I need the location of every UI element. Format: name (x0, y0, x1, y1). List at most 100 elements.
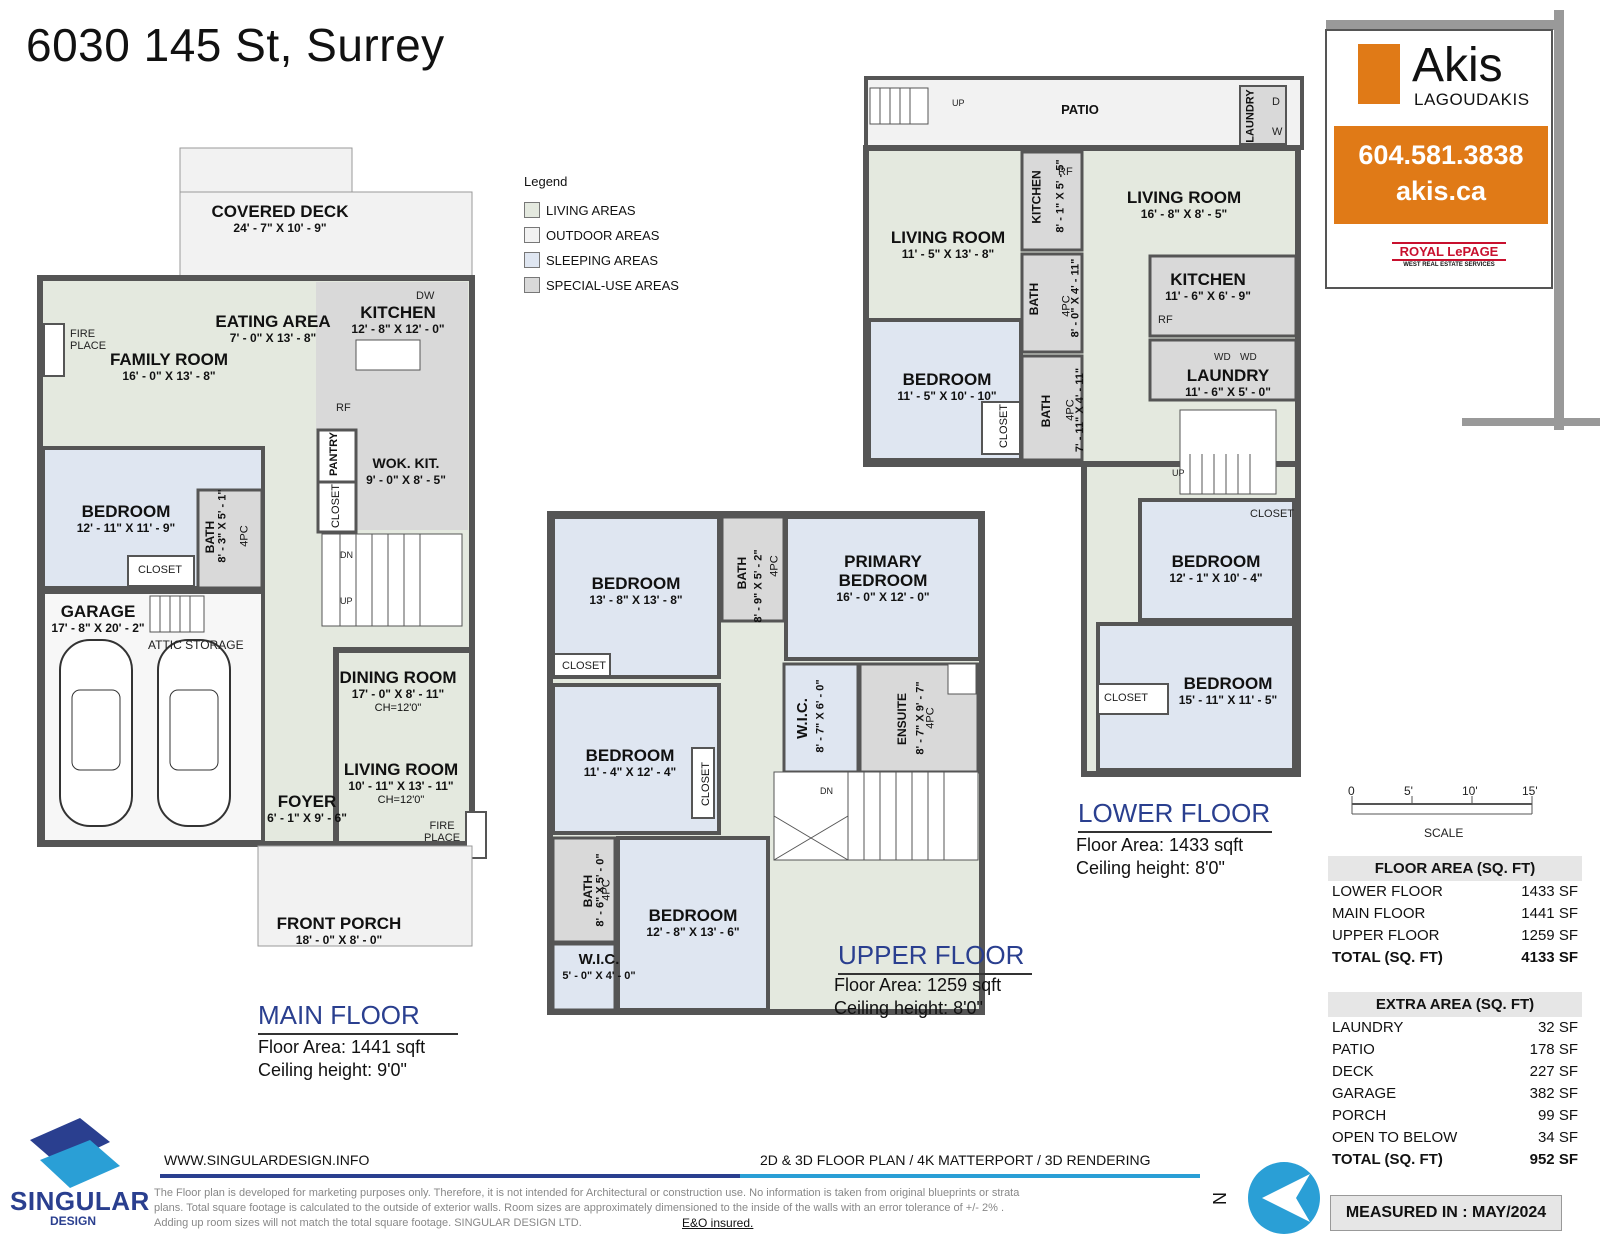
label-bath: BATH (203, 520, 218, 554)
room-wic-upper-2: W.I.C.5' - 0" X 4' - 0" (562, 951, 636, 982)
brokerage-sub: WEST REAL ESTATE SERVICES (1403, 262, 1495, 268)
label-fridge: RF (336, 402, 351, 414)
scale-bar (1351, 796, 1533, 815)
main-floor-plan (37, 147, 487, 947)
label-up: UP (952, 98, 965, 108)
label-bath-dim: 8' - 9" X 5' - 2" (752, 549, 765, 623)
floor-area-header: FLOOR AREA (SQ. FT) (1328, 856, 1582, 881)
label-washer-dryer: WD (1214, 352, 1231, 363)
label-closet: CLOSET (700, 761, 713, 807)
label-ensuite-pc: 4PC (924, 707, 937, 729)
label-fridge: RF (1158, 314, 1173, 326)
label-fireplace: FIRE PLACE (423, 820, 461, 844)
car-icon (59, 639, 133, 827)
label-bath: BATH (1027, 282, 1042, 316)
legend-item-outdoor: OUTDOOR AREAS (524, 227, 659, 243)
upper-floor-plan (547, 511, 985, 1015)
company-name: SINGULAR (10, 1186, 150, 1216)
table-row-total: TOTAL (SQ. FT)952 SF (1332, 1151, 1578, 1168)
room-patio: PATIO (1061, 102, 1099, 117)
label-ensuite: ENSUITE (895, 692, 910, 746)
agent-phone[interactable]: 604.581.3838 (1358, 140, 1524, 170)
label-pantry: PANTRY (328, 432, 340, 476)
table-row-total: TOTAL (SQ. FT)4133 SF (1332, 949, 1578, 966)
label-washer: W (1272, 126, 1283, 138)
label-bath-pc: 4PC (1060, 295, 1073, 317)
footer-bar-left (160, 1174, 740, 1178)
lower-floor-plan (863, 76, 1304, 777)
eo-insured: E&O insured. (682, 1216, 754, 1230)
legend-item-living: LIVING AREAS (524, 202, 636, 218)
label-closet: CLOSET (138, 564, 183, 576)
scale-tick: 10' (1462, 784, 1478, 798)
label-bath-pc: 4PC (1064, 399, 1077, 421)
label-bath-dim: 8' - 3" X 5' - 1" (216, 489, 229, 563)
car-icon (157, 639, 231, 827)
singular-logo-icon (30, 1118, 120, 1188)
north-label: N (1210, 1192, 1230, 1205)
label-dishwasher: DW (416, 290, 435, 302)
label-bath-pc: 4PC (600, 879, 613, 901)
agent-website[interactable]: akis.ca (1395, 176, 1487, 206)
label-bath-pc: 4PC (238, 525, 251, 547)
lower-floor-heading: LOWER FLOOR (1078, 798, 1272, 833)
disclaimer-line: Adding up room sizes will not match the … (154, 1217, 582, 1229)
label-closet: CLOSET (1104, 692, 1149, 704)
label-bath: BATH (1039, 394, 1054, 428)
label-closet: CLOSET (1250, 508, 1295, 520)
page-title: 6030 145 St, Surrey (26, 19, 445, 71)
north-compass-icon (1248, 1162, 1320, 1234)
scale-tick: 15' (1522, 784, 1538, 798)
label-fridge: RF (1058, 166, 1073, 178)
company-website[interactable]: WWW.SINGULARDESIGN.INFO (164, 1152, 370, 1168)
disclaimer-line: The Floor plan is developed for marketin… (154, 1187, 1020, 1199)
upper-floor-heading: UPPER FLOOR (838, 940, 1032, 975)
agent-logo-icon (1358, 44, 1400, 104)
label-up: UP (1172, 468, 1185, 478)
legend-item-special: SPECIAL-USE AREAS (524, 277, 679, 293)
label-bath: BATH (735, 556, 750, 590)
footer-bar-right (740, 1174, 1200, 1178)
label-washer-dryer: WD (1240, 352, 1257, 363)
label-laundry-small: LAUNDRY (1244, 89, 1257, 143)
room-wic-upper-dim: 8' - 7" X 6' - 0" (814, 679, 827, 753)
agent-surname: LAGOUDAKIS (1414, 90, 1530, 109)
disclaimer-line: plans. Total square footage is calculate… (154, 1202, 1004, 1214)
label-attic-storage: ATTIC STORAGE (148, 638, 244, 652)
company-sub: DESIGN (50, 1214, 97, 1228)
room-wok-kitchen: WOK. KIT.9' - 0" X 8' - 5" (366, 455, 446, 487)
scale-tick: 5' (1404, 784, 1413, 798)
label-fireplace: FIRE PLACE (70, 328, 107, 352)
legend-title: Legend (524, 174, 568, 189)
